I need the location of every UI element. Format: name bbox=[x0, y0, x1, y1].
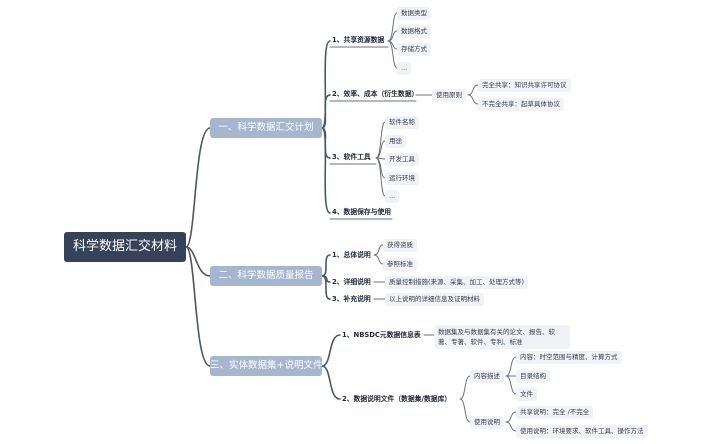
leaf-partial-share[interactable]: 不完全共享：起草具体协议 bbox=[478, 98, 564, 111]
leaf-data-type[interactable]: 数据类型 bbox=[397, 7, 431, 20]
leaf-share-statement[interactable]: 共享说明：完全 /不完全 bbox=[516, 406, 594, 419]
leaf-runtime-env[interactable]: 运行环境 bbox=[385, 172, 419, 185]
node-shared-data[interactable]: 1、共享资源数据 bbox=[332, 36, 385, 44]
leaf-standards[interactable]: 参照标准 bbox=[383, 258, 417, 271]
node-detail[interactable]: 2、详细说明 bbox=[332, 278, 371, 286]
leaf-storage-method[interactable]: 存储方式 bbox=[397, 43, 431, 56]
node-content-description[interactable]: 内容描述 bbox=[470, 370, 504, 383]
leaf-data-format[interactable]: 数据格式 bbox=[397, 25, 431, 38]
leaf-purpose[interactable]: 用途 bbox=[385, 135, 406, 148]
node-efficiency-cost[interactable]: 2、效率、成本（衍生数据） bbox=[332, 90, 419, 98]
node-overview[interactable]: 1、总体说明 bbox=[332, 251, 371, 259]
leaf-quality-control[interactable]: 质量控制措施(来源、采集、加工、处理方式等) bbox=[385, 276, 529, 289]
node-usage-instructions[interactable]: 使用说明 bbox=[470, 416, 504, 429]
branch-quality-report[interactable]: 二、科学数据质量报告 bbox=[210, 266, 322, 286]
leaf-full-share[interactable]: 完全共享：知识共享许可协议 bbox=[478, 79, 571, 92]
branch-dataset-docs[interactable]: 三、实体数据集+说明文件 bbox=[210, 356, 322, 376]
leaf-ellipsis[interactable]: ... bbox=[397, 62, 412, 75]
node-storage-usage[interactable]: 4、数据保存与使用 bbox=[332, 208, 392, 216]
leaf-qualification[interactable]: 获得资质 bbox=[383, 239, 417, 252]
node-usage-principle[interactable]: 使用原则 bbox=[432, 89, 466, 102]
leaf-ellipsis-2[interactable]: ... bbox=[385, 190, 400, 203]
leaf-dev-tools[interactable]: 开发工具 bbox=[385, 153, 419, 166]
node-description-file[interactable]: 2、数据说明文件（数据集/数据库） bbox=[342, 395, 452, 403]
node-software-tools[interactable]: 3、软件工具 bbox=[332, 153, 371, 161]
leaf-software-name[interactable]: 软件名称 bbox=[385, 116, 419, 129]
leaf-content-scope[interactable]: 内容：时空范围与精度、计算方式 bbox=[516, 351, 622, 364]
leaf-file[interactable]: 文件 bbox=[516, 388, 537, 401]
leaf-related-outputs[interactable]: 数据集及与数据集有关的论文、报告、软著、专著、软件、专利、标准 bbox=[434, 325, 570, 349]
node-supplement[interactable]: 3、补充说明 bbox=[332, 295, 371, 303]
node-metadata-table[interactable]: 1、NBSDC元数据信息表 bbox=[342, 331, 421, 339]
leaf-evidence[interactable]: 以上说明的详细信息及证明材料 bbox=[385, 293, 484, 306]
leaf-usage-statement[interactable]: 使用说明：环境要求、软件工具、操作方法 bbox=[516, 425, 648, 438]
leaf-directory-structure[interactable]: 目录结构 bbox=[516, 370, 550, 383]
root-node[interactable]: 科学数据汇交材料 bbox=[64, 232, 186, 262]
branch-collection-plan[interactable]: 一、科学数据汇交计划 bbox=[210, 118, 322, 138]
